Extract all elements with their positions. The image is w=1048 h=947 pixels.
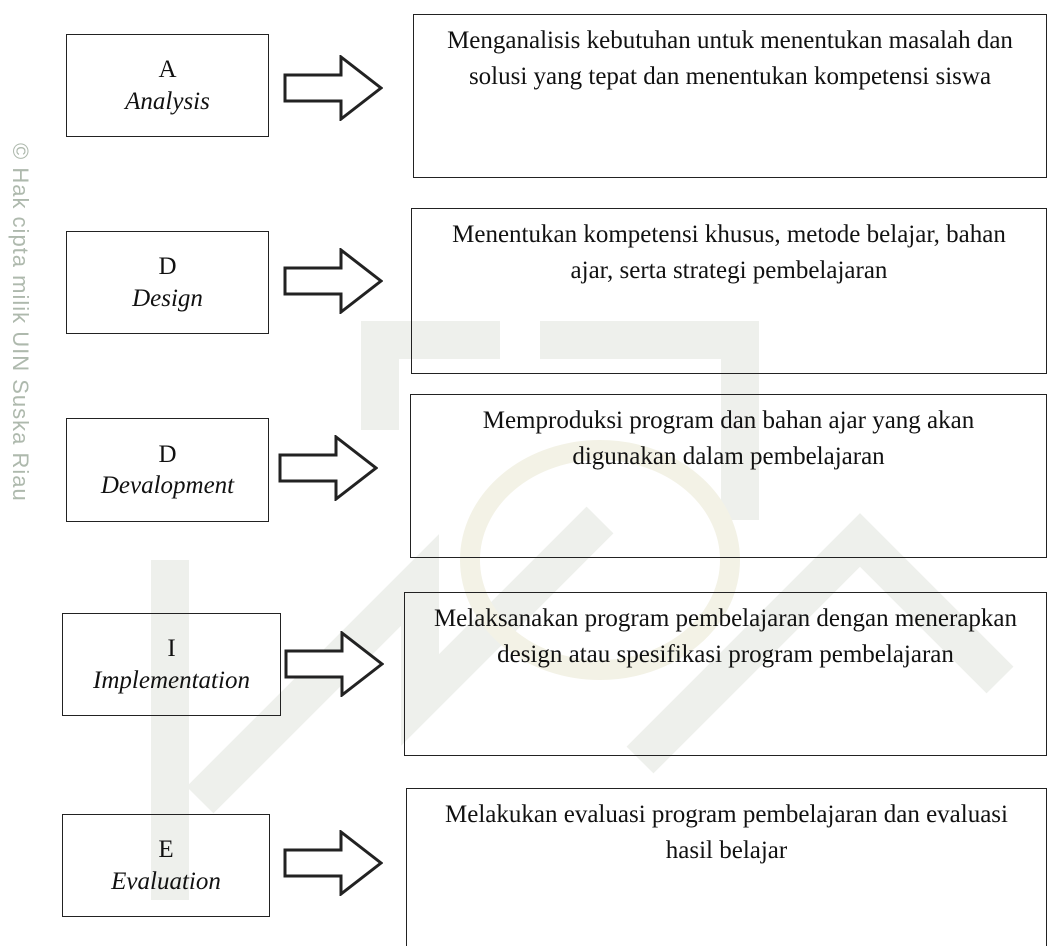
- watermark-side-text: © Hak cipta milik UIN Suska Riau: [8, 143, 33, 502]
- stage-name: Devalopment: [100, 472, 235, 499]
- description-box-implementation: Melaksanakan program pembelajaran dengan…: [404, 592, 1047, 756]
- stage-name: Analysis: [125, 87, 210, 115]
- right-arrow-icon: [283, 248, 383, 314]
- stage-box-design: D Design: [66, 231, 269, 334]
- stage-letter: E: [158, 836, 174, 864]
- stage-box-implementation: I Implementation: [62, 613, 281, 716]
- right-arrow-icon: [283, 830, 383, 896]
- stage-letter: I: [167, 635, 176, 663]
- stage-name: Implementation: [93, 666, 250, 694]
- stage-box-evaluation: E Evaluation: [62, 814, 270, 917]
- description-text: Melaksanakan program pembelajaran dengan…: [433, 605, 1018, 669]
- description-text: Menentukan kompetensi khusus, metode bel…: [452, 221, 1006, 285]
- description-text: Menganalisis kebutuhan untuk menentukan …: [447, 27, 1013, 91]
- description-box-analysis: Menganalisis kebutuhan untuk menentukan …: [413, 14, 1047, 178]
- stage-name: Design: [132, 284, 203, 312]
- description-text: Memproduksi program dan bahan ajar yang …: [482, 407, 975, 471]
- right-arrow-icon: [278, 435, 378, 501]
- right-arrow-icon: [284, 631, 384, 697]
- stage-name: Evaluation: [111, 867, 221, 895]
- description-box-design: Menentukan kompetensi khusus, metode bel…: [411, 208, 1047, 374]
- stage-letter: A: [158, 56, 177, 84]
- right-arrow-icon: [283, 55, 383, 121]
- stage-box-devalopment: D Devalopment: [66, 418, 269, 522]
- description-box-devalopment: Memproduksi program dan bahan ajar yang …: [410, 394, 1047, 558]
- stage-letter: D: [158, 253, 177, 281]
- description-box-evaluation: Melakukan evaluasi program pembelajaran …: [406, 788, 1047, 946]
- description-text: Melakukan evaluasi program pembelajaran …: [445, 801, 1008, 865]
- stage-box-analysis: A Analysis: [66, 34, 269, 137]
- stage-letter: D: [158, 440, 177, 468]
